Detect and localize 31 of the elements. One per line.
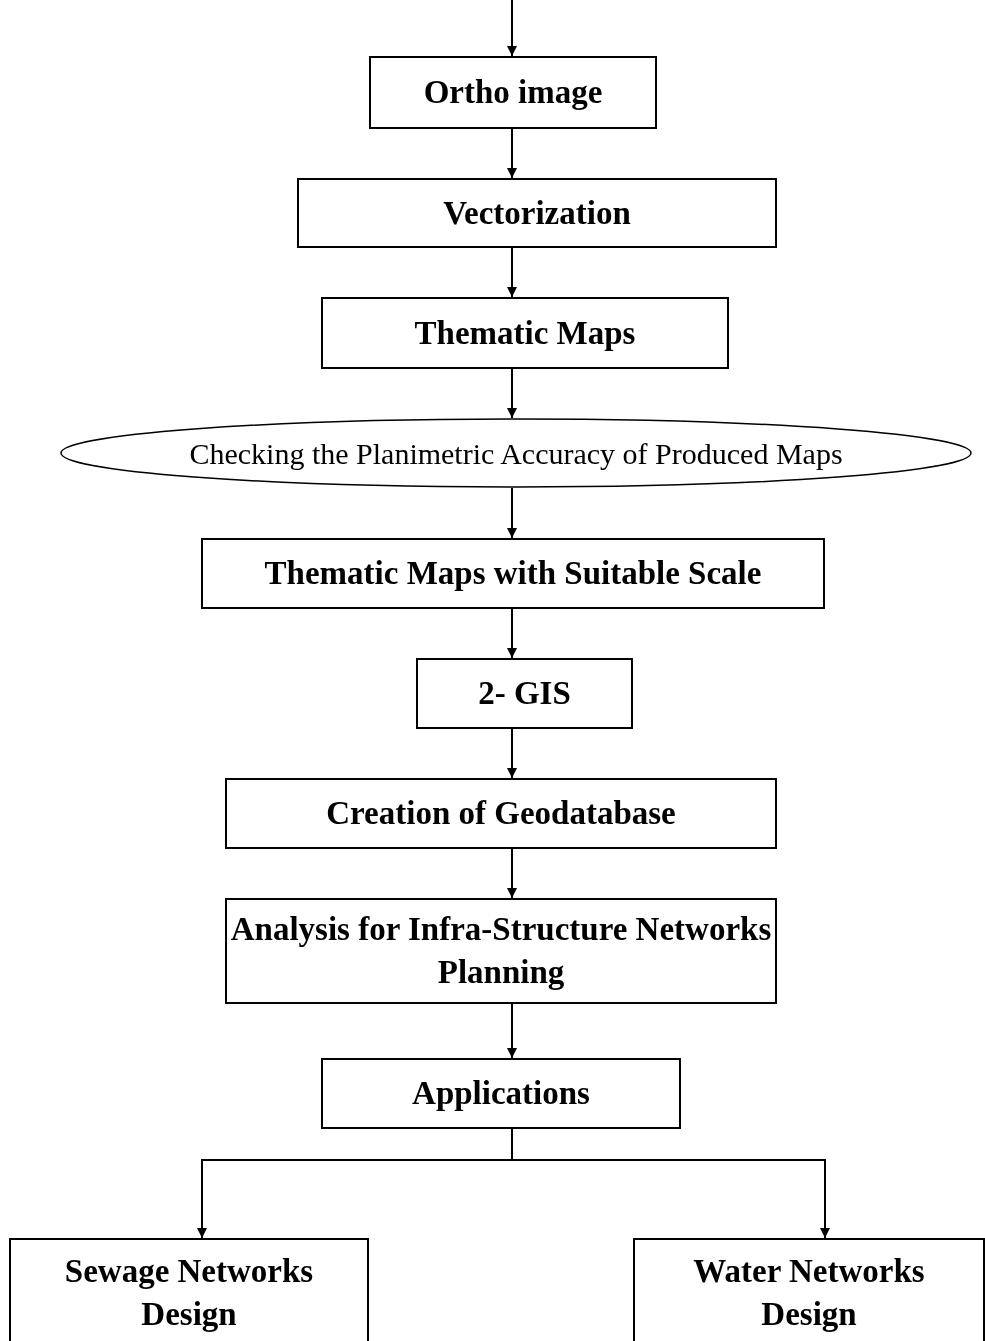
arrow [507,608,517,659]
node-label: Thematic Maps with Suitable Scale [264,554,762,594]
process-box [201,538,825,609]
node-label: Ortho image [423,73,603,113]
process-box [297,178,777,248]
arrow [507,128,517,179]
arrow [507,0,517,57]
arrow [507,368,517,419]
process-box [321,297,729,369]
arrow [507,247,517,298]
node-label: Sewage Networks Design [63,1252,315,1334]
process-box [321,1058,681,1129]
process-box [633,1238,985,1341]
arrow [507,487,517,539]
node-label: Analysis for Infra-Structure Networks Planning [229,910,773,992]
process-box [9,1238,369,1341]
node-label: Checking the Planimetric Accuracy of Produced Maps [189,435,843,472]
node-label: Thematic Maps [414,313,636,353]
process-box [225,898,777,1004]
process-box [416,658,633,729]
node-label: 2- GIS [478,674,571,714]
arrow [507,728,517,779]
arrow [507,848,517,899]
arrow [507,1003,517,1059]
node-label: Creation of Geodatabase [326,794,676,834]
node-label: Vectorization [443,193,631,233]
process-box [225,778,777,849]
ellipse-node [60,418,972,488]
node-label: Water Networks Design [692,1252,926,1334]
process-box [369,56,657,129]
node-label: Applications [412,1074,590,1114]
